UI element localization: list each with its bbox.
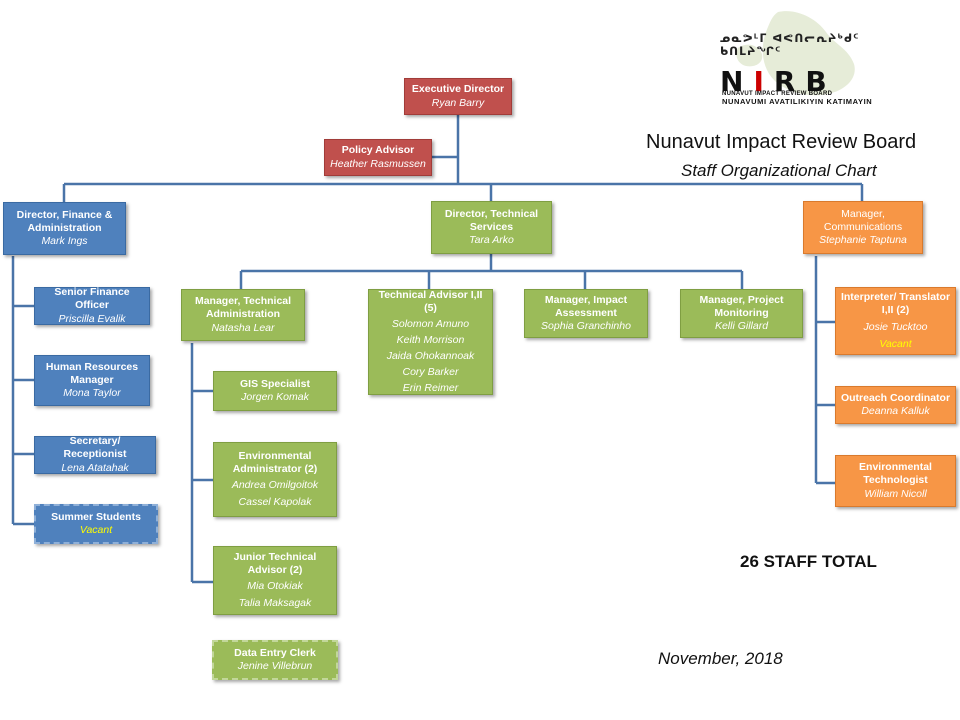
environmental-administrator-box: Environmental Administrator (2) Andrea O… bbox=[213, 442, 337, 517]
box-name: Talia Maksagak bbox=[238, 597, 312, 610]
box-name: Jorgen Komak bbox=[241, 391, 309, 403]
advisor-name: Jaida Ohokannoak bbox=[386, 350, 475, 363]
box-title: Human Resources Manager bbox=[45, 360, 139, 386]
advisor-name: Erin Reimer bbox=[402, 382, 459, 395]
manager-project-monitoring-box: Manager, Project Monitoring Kelli Gillar… bbox=[680, 289, 803, 338]
box-title: Senior Finance Officer bbox=[54, 286, 130, 312]
box-title: GIS Specialist bbox=[239, 377, 311, 390]
box-name: Natasha Lear bbox=[211, 321, 275, 334]
box-name: Jenine Villebrun bbox=[237, 660, 313, 672]
environmental-technologist-box: Environmental Technologist William Nicol… bbox=[835, 455, 956, 507]
box-name: Mia Otokiak bbox=[247, 580, 303, 592]
advisor-name: Keith Morrison bbox=[396, 333, 465, 346]
box-name: Josie Tucktoo bbox=[863, 320, 928, 333]
secretary-receptionist-box: Secretary/ Receptionist Lena Atatahak bbox=[34, 435, 156, 474]
box-name: William Nicoll bbox=[864, 487, 927, 500]
box-title: Interpreter/ Translator I,II (2) bbox=[840, 291, 951, 317]
logo-subtitle-en: NUNAVUT IMPACT REVIEW BOARD bbox=[722, 91, 833, 97]
box-title: Manager, Technical Administration bbox=[194, 295, 292, 321]
vacant-label: Vacant bbox=[879, 337, 912, 350]
junior-technical-advisor-box: Junior Technical Advisor (2) Mia Otokiak… bbox=[213, 546, 337, 615]
chart-date: November, 2018 bbox=[658, 649, 783, 668]
technical-advisor-box: Technical Advisor I,II (5) Solomon Amuno… bbox=[368, 289, 493, 395]
box-name: Kelli Gillard bbox=[714, 320, 769, 333]
box-name: Sophia Granchinho bbox=[541, 320, 631, 333]
box-title: Technical Advisor I,II (5) bbox=[378, 288, 483, 314]
box-name: Heather Rasmussen bbox=[330, 157, 426, 170]
advisor-name: Solomon Amuno bbox=[391, 317, 470, 330]
box-title: Summer Students bbox=[51, 510, 141, 523]
logo-letter-n: N bbox=[720, 65, 754, 98]
box-title: Policy Advisor bbox=[341, 144, 415, 157]
manager-communications-box: Manager, Communications Stephanie Taptun… bbox=[803, 201, 923, 254]
policy-advisor-box: Policy Advisor Heather Rasmussen bbox=[324, 139, 432, 176]
org-subtitle: Staff Organizational Chart bbox=[681, 161, 877, 180]
logo-letter-r: R bbox=[773, 65, 806, 98]
nirb-logo bbox=[716, 8, 876, 108]
manager-technical-admin-box: Manager, Technical Administration Natash… bbox=[181, 289, 305, 341]
box-name: Tara Arko bbox=[469, 234, 514, 247]
director-finance-box: Director, Finance & Administration Mark … bbox=[3, 202, 126, 255]
senior-finance-officer-box: Senior Finance Officer Priscilla Evalik bbox=[34, 286, 150, 325]
box-title: Data Entry Clerk bbox=[234, 646, 316, 659]
box-name: Andrea Omilgoitok bbox=[231, 479, 319, 491]
gis-specialist-box: GIS Specialist Jorgen Komak bbox=[213, 371, 337, 411]
logo-subtitle: NUNAVUT IMPACT REVIEW BOARD NUNAVUMI AVA… bbox=[722, 91, 892, 106]
box-name: Deanna Kalluk bbox=[861, 405, 930, 417]
box-name: Ryan Barry bbox=[431, 96, 485, 109]
manager-impact-assessment-box: Manager, Impact Assessment Sophia Granch… bbox=[524, 289, 648, 338]
staff-total: 26 STAFF TOTAL bbox=[740, 552, 877, 571]
box-title: Director, Finance & Administration bbox=[16, 208, 113, 234]
vacant-label: Vacant bbox=[79, 524, 113, 536]
org-title: Nunavut Impact Review Board bbox=[646, 131, 917, 153]
box-name: Cassel Kapolak bbox=[238, 496, 312, 509]
executive-director-box: Executive Director Ryan Barry bbox=[404, 78, 512, 115]
logo-subtitle-in: NUNAVUMI AVATILIKIYIN KATIMAYIN bbox=[722, 97, 873, 106]
logo-syllabics: ᓄᓇᕗᒻᒥ ᐊᕙᑎᓕᕆᔨᒃᑯᑦ ᑲᑎᒪᔨᖏᑦ bbox=[720, 32, 860, 58]
logo-acronym: NIRB bbox=[720, 68, 890, 96]
box-title: Environmental Technologist bbox=[859, 461, 932, 487]
interpreter-translator-box: Interpreter/ Translator I,II (2) Josie T… bbox=[835, 287, 956, 355]
summer-students-box: Summer Students Vacant bbox=[34, 504, 158, 544]
box-name: Stephanie Taptuna bbox=[819, 234, 907, 247]
box-title: Environmental Administrator (2) bbox=[232, 449, 318, 475]
box-title: Outreach Coordinator bbox=[840, 391, 951, 404]
box-title: Manager, Project Monitoring bbox=[699, 293, 784, 319]
nunavut-map-icon bbox=[736, 11, 855, 96]
box-name: Mona Taylor bbox=[63, 387, 121, 400]
box-title: Manager, Impact Assessment bbox=[544, 293, 628, 319]
box-name: Lena Atatahak bbox=[61, 461, 129, 474]
hr-manager-box: Human Resources Manager Mona Taylor bbox=[34, 355, 150, 406]
outreach-coordinator-box: Outreach Coordinator Deanna Kalluk bbox=[835, 386, 956, 424]
box-name: Mark Ings bbox=[41, 235, 88, 248]
logo-letter-i: I bbox=[753, 65, 774, 98]
box-title: Director, Technical Services bbox=[444, 207, 539, 233]
director-technical-box: Director, Technical Services Tara Arko bbox=[431, 201, 552, 254]
data-entry-clerk-box: Data Entry Clerk Jenine Villebrun bbox=[212, 640, 338, 680]
box-title: Secretary/ Receptionist bbox=[63, 435, 127, 461]
advisor-name: Cory Barker bbox=[402, 366, 459, 379]
box-name: Priscilla Evalik bbox=[58, 312, 126, 325]
box-title: Executive Director bbox=[411, 83, 505, 96]
logo-letter-b: B bbox=[805, 65, 837, 98]
box-title: Manager, Communications bbox=[823, 207, 903, 233]
box-title: Junior Technical Advisor (2) bbox=[233, 550, 317, 576]
